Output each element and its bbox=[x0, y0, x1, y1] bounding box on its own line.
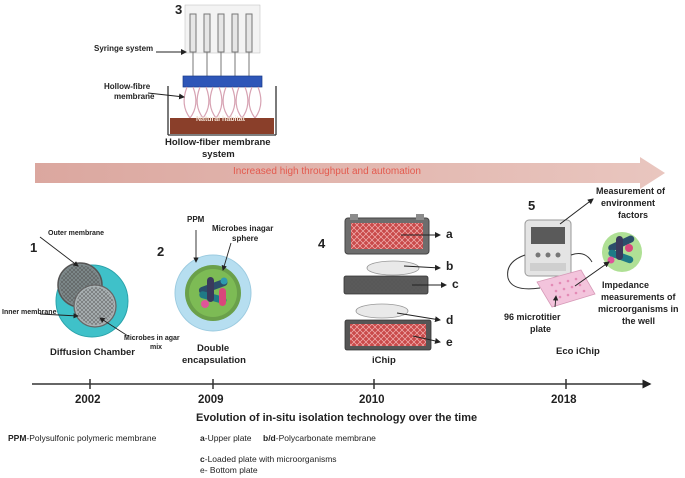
year-2009: 2009 bbox=[198, 394, 224, 406]
year-2018: 2018 bbox=[551, 394, 577, 406]
timeline-axis bbox=[32, 379, 652, 389]
habitat-label: Natural habitat bbox=[196, 116, 246, 123]
ichip-letter-e: e bbox=[446, 335, 453, 349]
microbes-agar-label-line2: mix bbox=[150, 344, 163, 351]
syringe-icon bbox=[189, 13, 253, 76]
ichip bbox=[343, 214, 447, 351]
double-encapsulation bbox=[174, 230, 252, 332]
hollow-fiber-caption-line1: Hollow-fiber membrane bbox=[165, 137, 271, 148]
ichip-caption: iChip bbox=[372, 355, 396, 366]
eco-ichip-caption: Eco iChip bbox=[556, 346, 600, 357]
arrow-e bbox=[412, 335, 441, 344]
inner-membrane-label: Inner membrane bbox=[2, 309, 57, 316]
banner-arrow bbox=[35, 157, 665, 189]
hollow-fiber-system bbox=[147, 4, 277, 136]
ichip-letter-c: c bbox=[452, 277, 459, 291]
double-encapsulation-caption-line1: Double bbox=[197, 343, 230, 354]
syringe-label: Syringe system bbox=[94, 44, 154, 53]
eco-ichip bbox=[507, 198, 642, 308]
legend-bd-key: b/d bbox=[263, 433, 276, 443]
legend-e: e- Bottom plate bbox=[200, 465, 258, 475]
measurement-label-line1: Measurement of bbox=[596, 186, 666, 196]
membrane-label-line2: membrane bbox=[114, 92, 155, 101]
timeline-title: Evolution of in-situ isolation technolog… bbox=[196, 412, 478, 424]
impedance-label-line3: microorganisms in bbox=[598, 304, 679, 314]
legend-c-key: c bbox=[200, 454, 205, 464]
arrow-d bbox=[396, 312, 441, 323]
panel-number-5: 5 bbox=[528, 198, 536, 213]
ppm-label: PPM bbox=[187, 215, 205, 224]
natural-habitat bbox=[170, 118, 274, 134]
ichip-letter-b: b bbox=[446, 259, 454, 273]
impedance-label-line2: measurements of bbox=[601, 292, 676, 302]
impedance-label-line4: the well bbox=[622, 316, 656, 326]
legend-c: c-Loaded plate with microorganisms bbox=[200, 454, 337, 464]
microbes-agar-label-line1: Microbes in agar bbox=[124, 335, 180, 342]
banner-text: Increased high throughput and automation bbox=[233, 166, 421, 177]
arrow-b bbox=[403, 264, 441, 271]
panel-number-1: 1 bbox=[30, 240, 38, 255]
legend-ppm-desc: -Polysulfonic polymeric membrane bbox=[26, 433, 157, 443]
membrane-label-line1: Hollow-fibre bbox=[104, 82, 151, 91]
impedance-label-line1: Impedance bbox=[602, 280, 650, 290]
microtiter-plate bbox=[536, 269, 596, 308]
legend-bd-desc: -Polycarbonate membrane bbox=[275, 433, 376, 443]
measurement-label-line2: environment bbox=[601, 198, 656, 208]
microbes-sphere-label-line1: Microbes inagar bbox=[212, 224, 274, 233]
year-2010: 2010 bbox=[359, 394, 385, 406]
plate-label-line1: 96 microtitier bbox=[504, 312, 561, 322]
membrane-bar bbox=[182, 75, 263, 88]
plate-label-line2: plate bbox=[530, 324, 552, 334]
diffusion-chamber bbox=[39, 236, 129, 338]
diffusion-chamber-caption: Diffusion Chamber bbox=[50, 347, 135, 358]
double-encapsulation-caption-line2: encapsulation bbox=[182, 355, 246, 366]
legend-ppm: PPM-Polysulfonic polymeric membrane bbox=[8, 433, 156, 443]
ichip-letter-d: d bbox=[446, 313, 454, 327]
legend-a: a-Upper plate bbox=[200, 433, 252, 443]
legend-a-key: a bbox=[200, 433, 205, 443]
hollow-fiber-caption-line2: system bbox=[202, 149, 235, 160]
measurement-label-line3: factors bbox=[618, 210, 649, 220]
year-2002: 2002 bbox=[75, 394, 101, 406]
panel-number-4: 4 bbox=[318, 236, 326, 251]
panel-number-2: 2 bbox=[157, 244, 165, 259]
microbes-sphere-label-line2: sphere bbox=[232, 234, 259, 243]
outer-membrane-label: Outer membrane bbox=[48, 230, 105, 237]
legend-bd: b/d-Polycarbonate membrane bbox=[263, 433, 376, 443]
fiber-loops bbox=[183, 86, 262, 119]
ichip-letter-a: a bbox=[446, 227, 453, 241]
microbes-icon bbox=[198, 277, 228, 308]
panel-number-3: 3 bbox=[175, 2, 183, 17]
legend-ppm-key: PPM bbox=[8, 433, 27, 443]
legend-c-desc: -Loaded plate with microorganisms bbox=[204, 454, 337, 464]
legend-a-desc: -Upper plate bbox=[204, 433, 252, 443]
